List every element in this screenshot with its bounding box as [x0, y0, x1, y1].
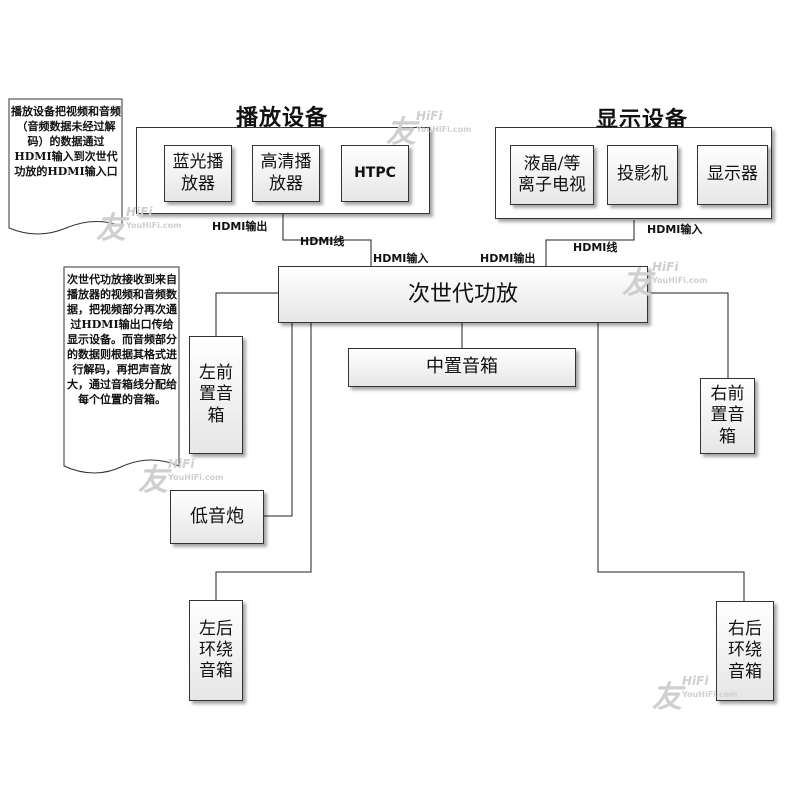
label-hdmi-in-left: HDMI输入	[373, 252, 429, 265]
left-front-speaker: 左前 置音 箱	[189, 336, 243, 454]
note-1-shape	[8, 98, 123, 235]
wire-right-front	[647, 292, 729, 378]
note-1: 播放设备把视频和音频（音频数据未经过解码）的数据通过HDMI输入到次世代功放的H…	[11, 105, 121, 178]
wire-subwoofer	[264, 323, 293, 517]
label-hdmi-in-right: HDMI输入	[647, 223, 703, 236]
projector: 投影机	[607, 145, 678, 205]
subwoofer: 低音炮	[170, 490, 264, 544]
lcd-plasma-tv: 液晶/等 离子电视	[510, 145, 594, 205]
htpc: HTPC	[341, 145, 409, 202]
label-hdmi-cable-left: HDMI线	[300, 235, 345, 248]
bluray-player: 蓝光播 放器	[164, 145, 232, 202]
right-rear-speaker: 右后 环绕 音箱	[716, 601, 774, 701]
note-2: 次世代功放接收到来自播放器的视频和音频数据，把视频部分再次通过HDMI输出口传给…	[67, 273, 177, 406]
wire-left-front	[215, 292, 279, 336]
label-hdmi-cable-right: HDMI线	[573, 241, 618, 254]
center-speaker: 中置音箱	[348, 348, 576, 387]
hdmi-line-right	[545, 220, 635, 266]
playback-title: 播放设备	[236, 105, 329, 131]
hdmi-line-left	[282, 214, 372, 266]
label-hdmi-out-right: HDMI输出	[480, 252, 536, 265]
right-front-speaker: 右前 置音 箱	[700, 378, 755, 454]
label-hdmi-out-left: HDMI输出	[212, 220, 268, 233]
wire-left-rear	[215, 323, 312, 600]
left-rear-speaker: 左后 环绕 音箱	[189, 600, 243, 701]
monitor: 显示器	[697, 145, 768, 205]
wire-right-rear	[597, 323, 745, 601]
note-2-shape	[63, 266, 180, 474]
next-gen-amplifier: 次世代功放	[278, 266, 648, 323]
hd-player: 高清播 放器	[252, 145, 320, 202]
